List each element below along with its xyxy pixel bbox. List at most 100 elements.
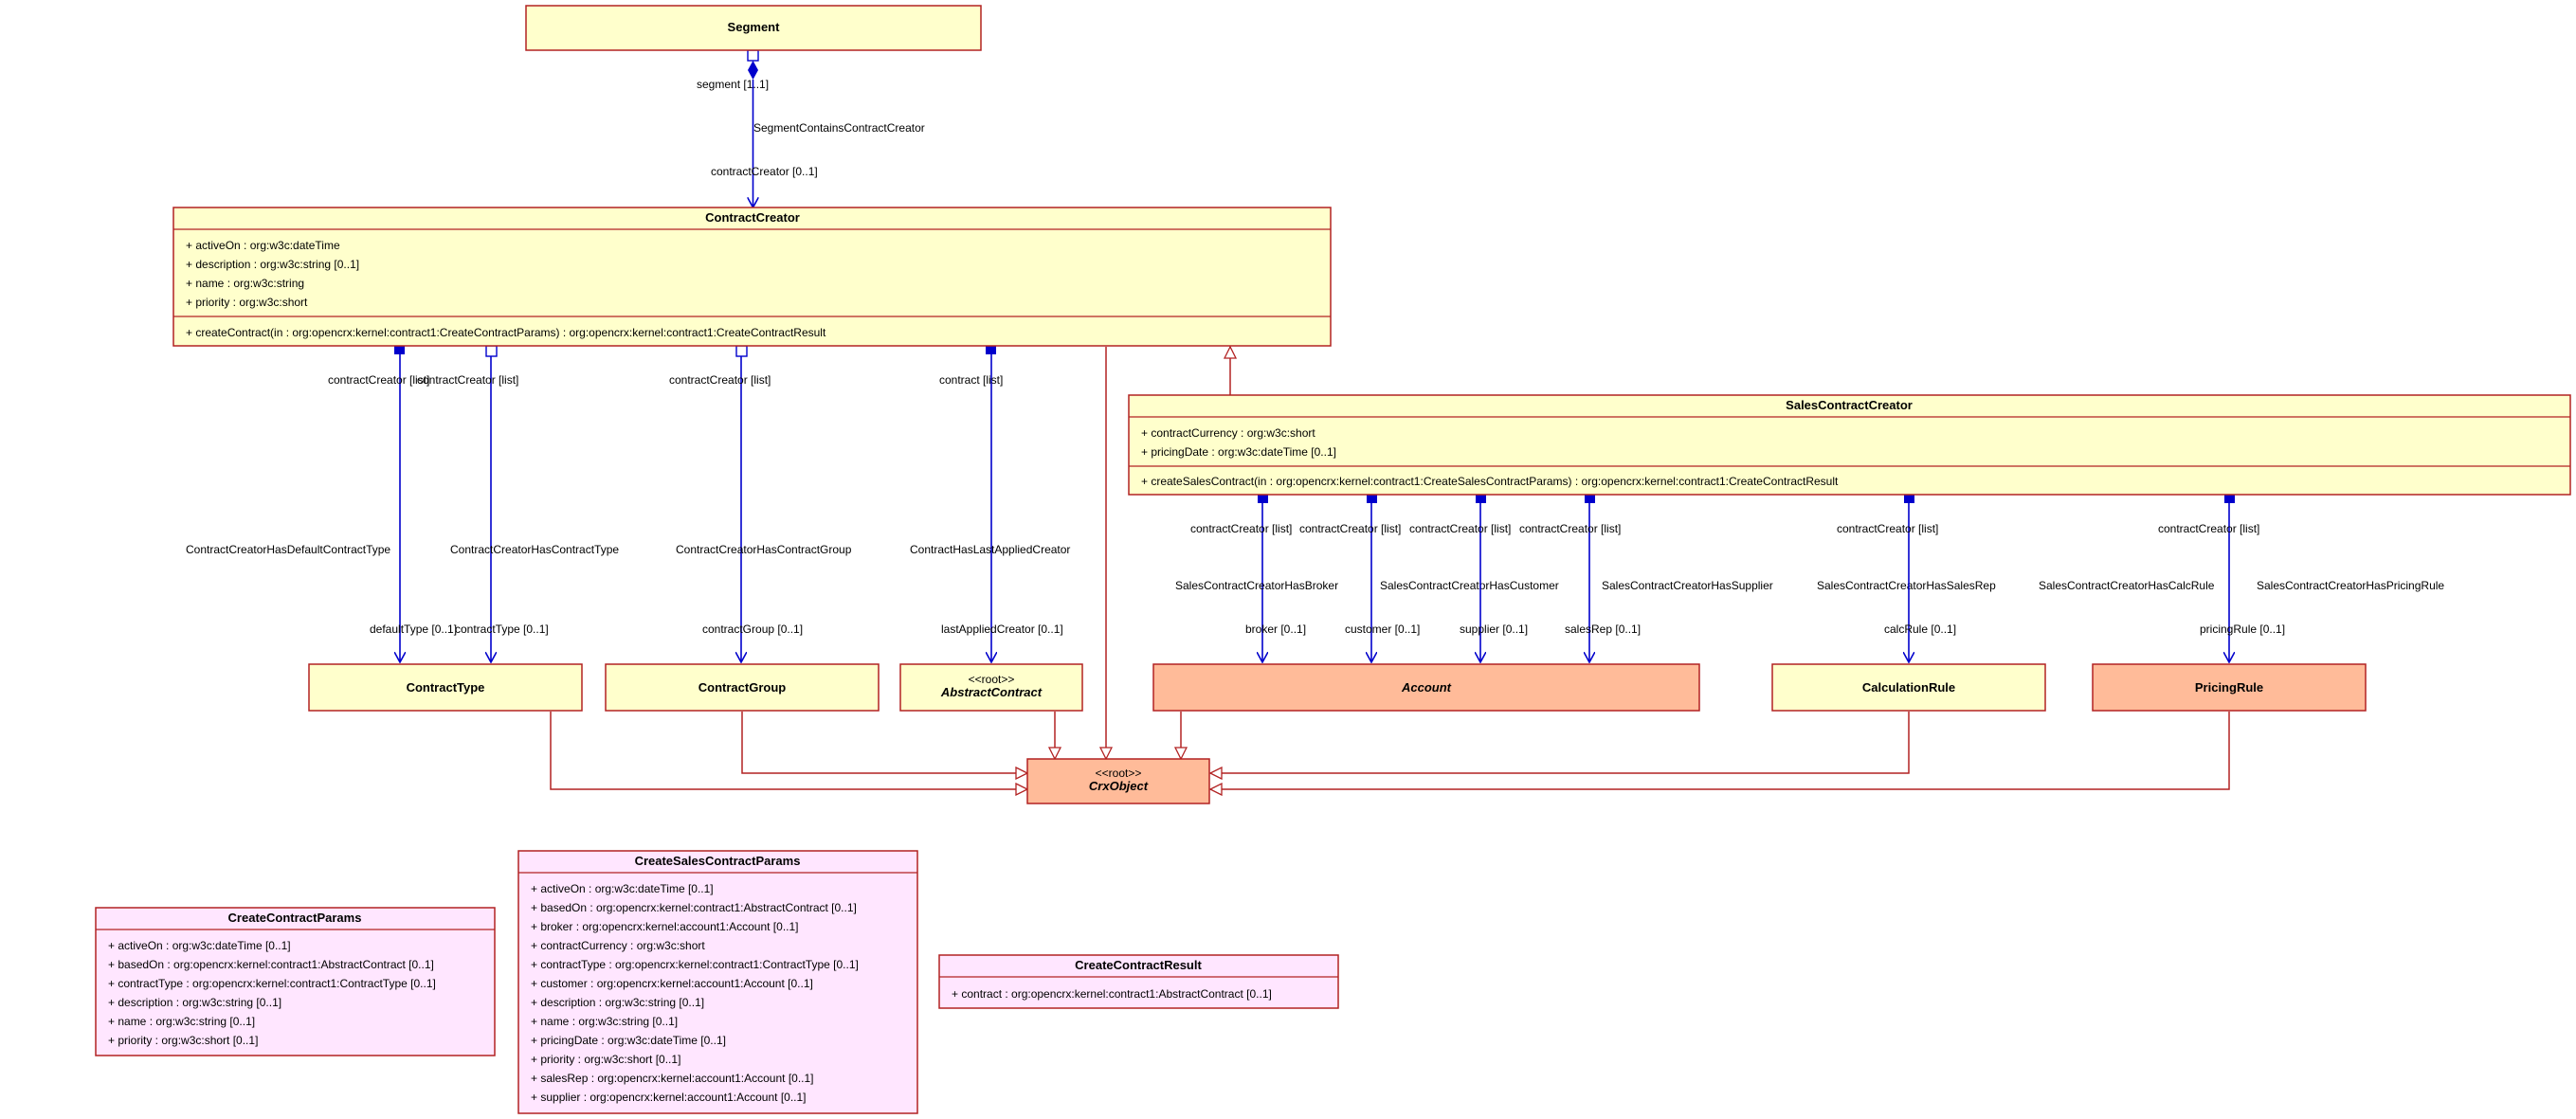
association-has-calc-rule: contractCreator [list] SalesContractCrea… [1837, 495, 2215, 662]
assoc-name-label: SalesContractCreatorHasSalesRep [1817, 579, 1996, 592]
assoc-source-end-label: contractCreator [list] [417, 373, 518, 387]
class-operation: + createContract(in : org:opencrx:kernel… [186, 326, 826, 339]
class-name: SalesContractCreator [1786, 398, 1913, 412]
class-attribute: + activeOn : org:w3c:dateTime [0..1] [108, 939, 291, 952]
assoc-name-label: ContractCreatorHasContractType [450, 543, 619, 556]
class-attribute: + basedOn : org:opencrx:kernel:contract1… [531, 901, 857, 914]
assoc-name-label: ContractCreatorHasDefaultContractType [186, 543, 390, 556]
class-attribute: + contractType : org:opencrx:kernel:cont… [108, 977, 436, 990]
class-stereotype: <<root>> [969, 673, 1015, 686]
class-attribute: + description : org:w3c:string [0..1] [108, 996, 281, 1009]
class-name: Account [1401, 680, 1452, 695]
assoc-target-end-label: defaultType [0..1] [370, 623, 457, 636]
assoc-source-end-label: contractCreator [list] [328, 373, 429, 387]
association-has-broker: contractCreator [list] SalesContractCrea… [1175, 495, 1338, 662]
assoc-target-end-label: lastAppliedCreator [0..1] [941, 623, 1063, 636]
class-sales-contract-creator[interactable]: SalesContractCreator + contractCurrency … [1128, 394, 2571, 496]
assoc-name-label: SalesContractCreatorHasCalcRule [2039, 579, 2215, 592]
class-attribute: + description : org:w3c:string [0..1] [531, 996, 704, 1009]
assoc-source-end-label: contractCreator [list] [1519, 522, 1621, 535]
class-attribute: + priority : org:w3c:short [0..1] [108, 1034, 258, 1047]
class-attribute: + contractCurrency : org:w3c:short [531, 939, 705, 952]
assoc-name-label: SalesContractCreatorHasSupplier [1602, 579, 1773, 592]
datatype-create-contract-params[interactable]: CreateContractParams + activeOn : org:w3… [95, 907, 496, 1056]
class-name: ContractCreator [705, 210, 800, 225]
class-name: ContractGroup [698, 680, 787, 695]
assoc-target-end-label: contractType [0..1] [455, 623, 549, 636]
assoc-name-label: ContractHasLastAppliedCreator [910, 543, 1070, 556]
class-attribute: + name : org:w3c:string [186, 277, 304, 290]
class-stereotype: <<root>> [1096, 767, 1142, 780]
class-attribute: + priority : org:w3c:short [186, 296, 308, 309]
class-attribute: + name : org:w3c:string [0..1] [531, 1015, 678, 1028]
assoc-source-end-label: contractCreator [list] [1299, 522, 1401, 535]
class-attribute: + salesRep : org:opencrx:kernel:account1… [531, 1072, 814, 1085]
assoc-name-label: SalesContractCreatorHasCustomer [1380, 579, 1559, 592]
assoc-target-end-label: broker [0..1] [1245, 623, 1306, 636]
class-attribute: + contract : org:opencrx:kernel:contract… [952, 987, 1272, 1001]
assoc-name-label: SalesContractCreatorHasBroker [1175, 579, 1338, 592]
class-attribute: + contractCurrency : org:w3c:short [1141, 426, 1315, 440]
class-name: CalculationRule [1862, 680, 1955, 695]
class-contract-group[interactable]: ContractGroup [605, 663, 880, 712]
class-name: CreateSalesContractParams [635, 854, 801, 868]
assoc-target-end-label: calcRule [0..1] [1884, 623, 1956, 636]
association-has-supplier: contractCreator [list] SalesContractCrea… [1409, 495, 1773, 662]
class-crx-object[interactable]: <<root>> CrxObject [1026, 758, 1210, 804]
association-default-contract-type: contractCreator [list] ContractCreatorHa… [186, 346, 457, 662]
datatype-create-sales-contract-params[interactable]: CreateSalesContractParams + activeOn : o… [517, 850, 918, 1114]
class-name: PricingRule [2195, 680, 2263, 695]
class-name: CreateContractResult [1075, 958, 1202, 972]
assoc-source-end-label: contractCreator [list] [669, 373, 771, 387]
class-contract-creator[interactable]: ContractCreator + activeOn : org:w3c:dat… [172, 207, 1332, 347]
assoc-source-end-label: contractCreator [list] [1837, 522, 1938, 535]
class-attribute: + supplier : org:opencrx:kernel:account1… [531, 1091, 807, 1104]
association-has-contract-group: contractCreator [list] ContractCreatorHa… [669, 345, 852, 662]
datatype-create-contract-result[interactable]: CreateContractResult + contract : org:op… [938, 954, 1339, 1009]
association-has-contract-type: contractCreator [list] ContractCreatorHa… [417, 345, 619, 662]
association-has-sales-rep: contractCreator [list] SalesContractCrea… [1519, 495, 1996, 662]
class-attribute: + pricingDate : org:w3c:dateTime [0..1] [1141, 445, 1336, 459]
association-segment-contains: segment [1..1] SegmentContainsContractCr… [697, 49, 925, 208]
assoc-target-end-label: pricingRule [0..1] [2200, 623, 2285, 636]
class-attribute: + name : org:w3c:string [0..1] [108, 1015, 255, 1028]
class-attribute: + contractType : org:opencrx:kernel:cont… [531, 958, 859, 971]
generalization-calculation-rule-to-crx-object [1210, 712, 1910, 773]
assoc-source-end-label: contractCreator [list] [2158, 522, 2259, 535]
class-name: CrxObject [1089, 779, 1149, 793]
class-abstract-contract[interactable]: <<root>> AbstractContract [899, 663, 1083, 712]
class-attribute: + activeOn : org:w3c:dateTime [0..1] [531, 882, 714, 895]
generalization-pricing-rule-to-crx-object [1210, 712, 2230, 789]
class-pricing-rule[interactable]: PricingRule [2092, 663, 2367, 712]
class-attribute: + priority : org:w3c:short [0..1] [531, 1053, 680, 1066]
class-attribute: + customer : org:opencrx:kernel:account1… [531, 977, 813, 990]
class-operation: + createSalesContract(in : org:opencrx:k… [1141, 475, 1839, 488]
class-segment[interactable]: Segment [525, 5, 982, 51]
class-attribute: + activeOn : org:w3c:dateTime [186, 239, 340, 252]
assoc-source-end-label: contract [list] [939, 373, 1003, 387]
assoc-name-label: ContractCreatorHasContractGroup [676, 543, 852, 556]
assoc-source-end-label: segment [1..1] [697, 78, 769, 91]
generalizations [550, 347, 2230, 789]
class-attribute: + basedOn : org:opencrx:kernel:contract1… [108, 958, 434, 971]
generalization-contract-type-to-crx-object [550, 712, 1027, 789]
assoc-name-label: SegmentContainsContractCreator [753, 121, 925, 135]
class-name: ContractType [407, 680, 485, 695]
class-name: Segment [728, 20, 781, 34]
assoc-name-label: SalesContractCreatorHasPricingRule [2257, 579, 2444, 592]
class-name: AbstractContract [940, 685, 1043, 699]
class-calculation-rule[interactable]: CalculationRule [1771, 663, 2046, 712]
association-has-pricing-rule: contractCreator [list] SalesContractCrea… [2158, 495, 2444, 662]
assoc-target-end-label: salesRep [0..1] [1565, 623, 1641, 636]
class-account[interactable]: Account [1152, 663, 1700, 712]
assoc-target-end-label: contractCreator [0..1] [711, 165, 818, 178]
association-last-applied-creator: contract [list] ContractHasLastAppliedCr… [910, 346, 1070, 662]
class-attribute: + broker : org:opencrx:kernel:account1:A… [531, 920, 799, 933]
generalization-contract-group-to-crx-object [741, 712, 1027, 773]
class-contract-type[interactable]: ContractType [308, 663, 583, 712]
assoc-target-end-label: customer [0..1] [1345, 623, 1420, 636]
assoc-source-end-label: contractCreator [list] [1409, 522, 1511, 535]
class-attribute: + pricingDate : org:w3c:dateTime [0..1] [531, 1034, 726, 1047]
assoc-source-end-label: contractCreator [list] [1190, 522, 1292, 535]
